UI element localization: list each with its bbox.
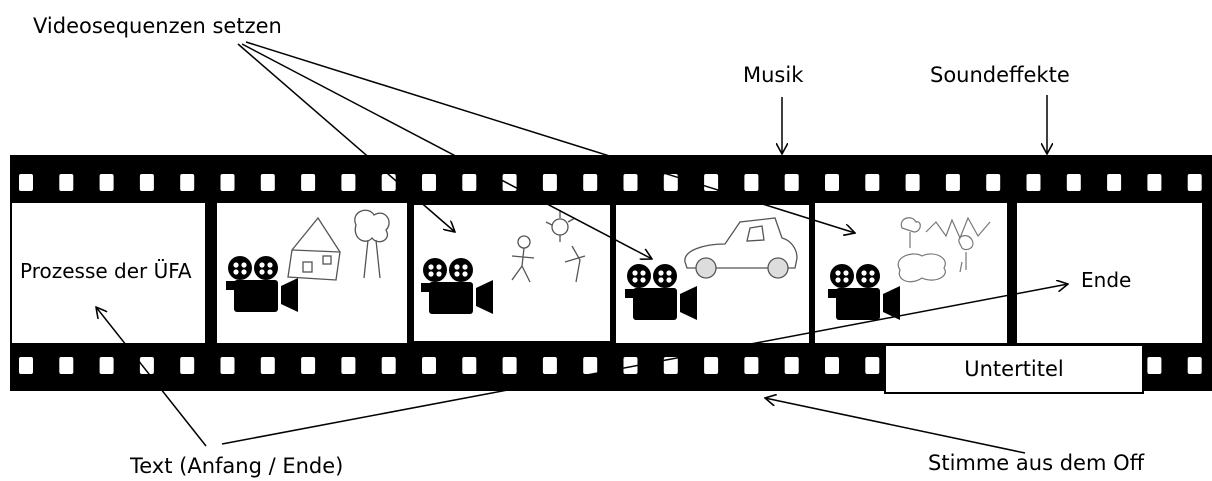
arrows-voice <box>765 398 1026 454</box>
sprocket-hole <box>1147 174 1162 191</box>
sprocket-hole <box>905 174 920 191</box>
sprocket-hole <box>502 357 517 374</box>
sprocket-hole <box>381 174 396 191</box>
sprocket-hole <box>220 357 235 374</box>
sprocket-hole <box>623 174 638 191</box>
frame-1 <box>12 203 205 343</box>
sprocket-hole <box>59 174 74 191</box>
sprocket-hole <box>1147 357 1162 374</box>
sprocket-hole <box>19 174 33 191</box>
stick-figure-drawing-icon <box>511 210 586 283</box>
frame-text-last: Ende <box>1081 268 1132 292</box>
sprocket-hole <box>542 357 557 374</box>
sprocket-hole <box>1107 174 1122 191</box>
sprocket-hole <box>784 174 799 191</box>
sprocket-hole <box>341 357 356 374</box>
sprocket-hole <box>623 357 638 374</box>
sprocket-hole <box>99 357 114 374</box>
sprocket-hole <box>825 174 839 191</box>
subtitle-box: Untertitel <box>884 344 1144 394</box>
label-soundeffekte: Soundeffekte <box>930 63 1070 87</box>
sprocket-hole <box>260 174 275 191</box>
sprocket-hole <box>180 357 195 374</box>
sprocket-hole <box>422 357 436 374</box>
sprocket-hole <box>381 357 396 374</box>
sprocket-hole <box>744 357 759 374</box>
sprocket-hole <box>663 174 678 191</box>
sprocket-hole <box>986 174 1001 191</box>
landscape-drawing-icon <box>897 216 991 283</box>
arrows-videosequenzen <box>237 41 855 259</box>
sprocket-hole <box>462 357 477 374</box>
sprocket-hole <box>865 357 880 374</box>
label-musik: Musik <box>743 63 804 87</box>
sprocket-hole <box>1187 357 1202 374</box>
sprocket-hole <box>301 174 316 191</box>
label-stimme: Stimme aus dem Off <box>928 451 1145 475</box>
sprocket-hole <box>945 174 960 191</box>
sprocket-hole <box>1026 174 1041 191</box>
sprocket-hole <box>139 174 154 191</box>
sprocket-hole <box>865 174 880 191</box>
frame-6 <box>1017 203 1202 343</box>
arrows-text <box>96 284 1068 447</box>
sprocket-hole <box>825 357 839 374</box>
sprocket-hole <box>583 174 598 191</box>
house-drawing-icon <box>287 209 390 281</box>
sprocket-hole <box>1066 174 1081 191</box>
sprocket-hole <box>422 174 436 191</box>
sprocket-hole <box>1187 174 1202 191</box>
sprocket-hole <box>704 357 719 374</box>
sprocket-hole <box>663 357 678 374</box>
subtitle-label: Untertitel <box>964 357 1064 381</box>
sprocket-hole <box>744 174 759 191</box>
sprocket-hole <box>99 174 114 191</box>
label-videosequenzen: Videosequenzen setzen <box>33 14 282 38</box>
sprocket-hole <box>59 357 74 374</box>
sprocket-hole <box>301 357 316 374</box>
arrows-audio <box>782 95 1047 154</box>
sprocket-hole <box>260 357 275 374</box>
sprocket-hole <box>784 357 799 374</box>
sprocket-hole <box>139 357 154 374</box>
film-strip-icon <box>10 155 1212 391</box>
sprocket-hole <box>180 174 195 191</box>
sprocket-hole <box>19 357 33 374</box>
sprocket-hole <box>341 174 356 191</box>
sprocket-hole <box>462 174 477 191</box>
frame-text-first: Prozesse der ÜFA <box>20 259 192 283</box>
label-text: Text (Anfang / Ende) <box>130 454 344 478</box>
sprocket-hole <box>542 174 557 191</box>
sprocket-hole <box>583 357 598 374</box>
car-drawing-icon <box>684 217 798 279</box>
sprocket-hole <box>220 174 235 191</box>
